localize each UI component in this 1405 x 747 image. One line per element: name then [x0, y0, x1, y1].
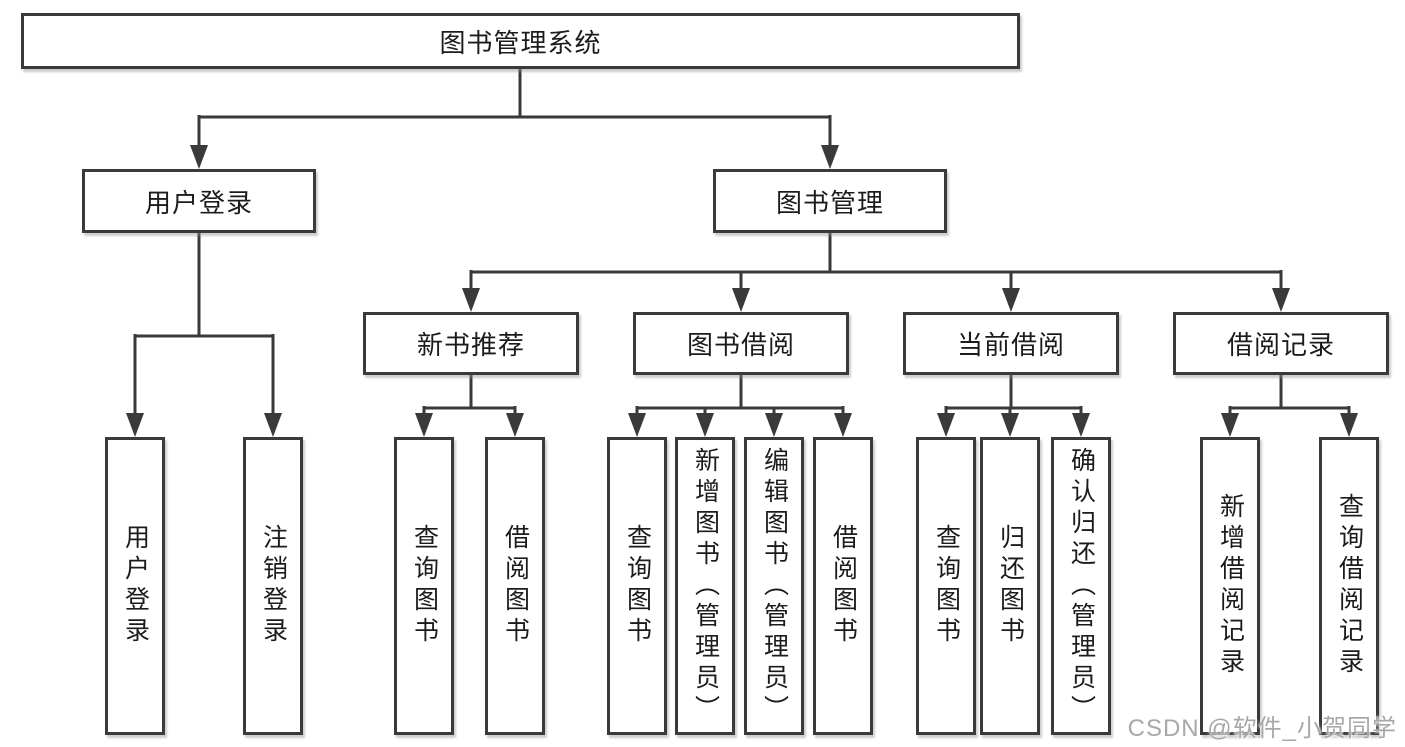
- node-book-management: 图书管理: [713, 169, 947, 233]
- node-borrowing-records: 借阅记录: [1173, 312, 1389, 375]
- node-book-borrowing: 图书借阅: [633, 312, 849, 375]
- arrow-down-icon: [696, 413, 714, 437]
- arrow-down-icon: [462, 288, 480, 312]
- leaf-logout-label: 注销登录: [259, 524, 288, 648]
- leaf-query-books-recommend-label: 查询图书: [410, 524, 439, 648]
- leaf-edit-book-admin: 编辑图书（管理员）: [744, 437, 804, 735]
- leaf-add-borrow-record: 新增借阅记录: [1200, 437, 1260, 735]
- leaf-user-login: 用户登录: [105, 437, 165, 735]
- node-new-book-recommend: 新书推荐: [363, 312, 579, 375]
- leaf-query-books-borrow: 查询图书: [607, 437, 667, 735]
- arrow-down-icon: [1001, 413, 1019, 437]
- arrow-down-icon: [264, 413, 282, 437]
- arrow-down-icon: [628, 413, 646, 437]
- arrow-down-icon: [732, 288, 750, 312]
- node-borrowing-records-label: 借阅记录: [1226, 330, 1335, 360]
- leaf-query-books-current: 查询图书: [916, 437, 976, 735]
- watermark: CSDN @软件_小贺同学: [1127, 715, 1397, 742]
- node-current-borrowing: 当前借阅: [903, 312, 1119, 375]
- node-book-management-label: 图书管理: [775, 187, 884, 218]
- node-user-login-label: 用户登录: [144, 187, 253, 218]
- leaf-borrow-books-recommend-label: 借阅图书: [501, 524, 530, 648]
- leaf-add-book-admin-label: 新增图书（管理员）: [691, 446, 720, 726]
- leaf-return-books: 归还图书: [980, 437, 1040, 735]
- node-current-borrowing-label: 当前借阅: [956, 330, 1065, 360]
- leaf-logout: 注销登录: [243, 437, 303, 735]
- arrow-down-icon: [1072, 413, 1090, 437]
- node-book-borrowing-label: 图书借阅: [686, 330, 795, 360]
- arrow-down-icon: [937, 413, 955, 437]
- leaf-query-borrow-record-label: 查询借阅记录: [1335, 493, 1364, 679]
- leaf-confirm-return-admin-label: 确认归还（管理员）: [1067, 446, 1096, 726]
- arrow-down-icon: [834, 413, 852, 437]
- leaf-add-book-admin: 新增图书（管理员）: [675, 437, 735, 735]
- leaf-borrow-books-borrow: 借阅图书: [813, 437, 873, 735]
- leaf-edit-book-admin-label: 编辑图书（管理员）: [760, 446, 789, 726]
- leaf-confirm-return-admin: 确认归还（管理员）: [1051, 437, 1111, 735]
- arrow-down-icon: [765, 413, 783, 437]
- arrow-down-icon: [506, 413, 524, 437]
- leaf-add-borrow-record-label: 新增借阅记录: [1216, 493, 1245, 679]
- node-root-label: 图书管理系统: [439, 27, 602, 58]
- arrow-down-icon: [126, 413, 144, 437]
- arrow-down-icon: [415, 413, 433, 437]
- arrow-down-icon: [190, 145, 208, 169]
- leaf-return-books-label: 归还图书: [996, 524, 1025, 648]
- leaf-user-login-label: 用户登录: [121, 524, 150, 648]
- node-root: 图书管理系统: [21, 13, 1020, 69]
- leaf-query-books-current-label: 查询图书: [932, 524, 961, 648]
- leaf-borrow-books-borrow-label: 借阅图书: [829, 524, 858, 648]
- node-user-login: 用户登录: [82, 169, 316, 233]
- leaf-query-borrow-record: 查询借阅记录: [1319, 437, 1379, 735]
- arrow-down-icon: [1221, 413, 1239, 437]
- leaf-query-books-recommend: 查询图书: [394, 437, 454, 735]
- arrow-down-icon: [1340, 413, 1358, 437]
- arrow-down-icon: [1272, 288, 1290, 312]
- leaf-borrow-books-recommend: 借阅图书: [485, 437, 545, 735]
- node-new-book-recommend-label: 新书推荐: [416, 330, 525, 360]
- arrow-down-icon: [1002, 288, 1020, 312]
- leaf-query-books-borrow-label: 查询图书: [623, 524, 652, 648]
- arrow-down-icon: [821, 145, 839, 169]
